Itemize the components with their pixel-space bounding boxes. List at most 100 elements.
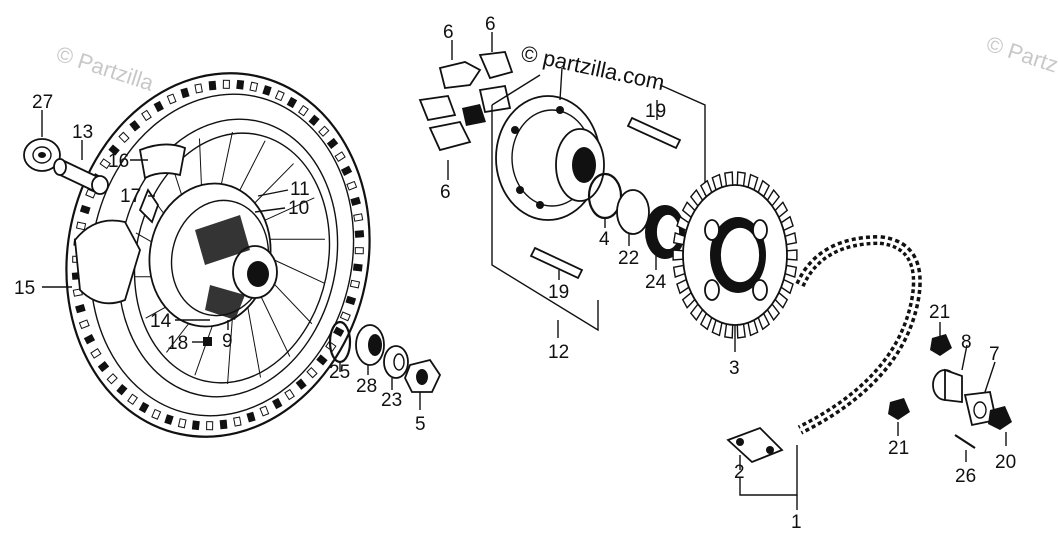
- callout-9: 9: [222, 331, 233, 352]
- tread-knob: [334, 151, 346, 163]
- tread-knob: [138, 401, 150, 414]
- watermark-left: © Partzilla: [53, 41, 157, 96]
- callout-22: 22: [618, 248, 639, 269]
- sprocket-tooth: [724, 323, 734, 339]
- master-link-2: [726, 426, 784, 464]
- axle-sleeve-13: [53, 158, 109, 195]
- callout-27: 27: [32, 92, 53, 113]
- tread-knob: [90, 347, 102, 359]
- tread-knob: [284, 388, 295, 401]
- hub-axle-hole: [247, 261, 269, 287]
- callout-1: 1: [791, 512, 802, 533]
- callout-19b: 19: [548, 282, 569, 303]
- tread-knob: [306, 367, 318, 379]
- callout-14: 14: [150, 311, 172, 332]
- collar-8: [932, 368, 963, 404]
- tread-knob: [286, 96, 298, 109]
- sprocket-hub: [495, 95, 605, 221]
- tread-knob: [345, 295, 357, 306]
- oring-25: [328, 320, 352, 364]
- rim-band: [138, 143, 187, 180]
- tread-knob: [191, 420, 200, 431]
- tread-knob: [208, 80, 217, 91]
- tread-knob: [97, 361, 110, 373]
- callout-6c: 6: [440, 182, 451, 203]
- bearing-28: [355, 324, 385, 366]
- chain-group-bracket: [739, 445, 798, 496]
- tread-knob: [274, 90, 285, 102]
- callout-6a: 6: [443, 22, 454, 43]
- callout-28: 28: [356, 376, 377, 397]
- tread-knob: [206, 421, 214, 431]
- tread-knob: [326, 137, 339, 149]
- sprocket-tooth: [786, 249, 798, 261]
- hub-dampers: [418, 51, 514, 152]
- callout-17: 17: [120, 186, 141, 207]
- tread-knob: [177, 418, 187, 429]
- tread-knob: [353, 213, 364, 222]
- hub-shading-2: [205, 285, 245, 320]
- bearing-27: [23, 138, 61, 172]
- tread-knob: [75, 221, 87, 231]
- tread-knob: [354, 247, 364, 255]
- tread-knob: [78, 319, 90, 330]
- sprocket-tooth: [736, 171, 746, 187]
- callout-23: 23: [381, 390, 402, 411]
- tread-knob: [350, 196, 361, 206]
- leader-lines: [41, 32, 1007, 470]
- watermark-center: © partzilla.com: [519, 40, 667, 95]
- spoke: [259, 293, 291, 357]
- ring-22: [616, 189, 650, 235]
- tread-knob: [83, 334, 96, 345]
- callout-11: 11: [290, 179, 310, 200]
- callout-12: 12: [548, 342, 569, 363]
- valve-17: [138, 188, 159, 224]
- stud-19-lower: [529, 246, 584, 280]
- callout-21a: 21: [929, 302, 950, 323]
- tread-knob: [340, 165, 353, 176]
- tread-knob: [354, 230, 365, 238]
- cotter-26: [954, 434, 976, 449]
- rear-sprocket: [672, 171, 798, 339]
- hub-group-bracket: [491, 105, 599, 332]
- tread-knob: [79, 204, 91, 215]
- callout-24: 24: [645, 272, 667, 293]
- callout-4: 4: [599, 229, 610, 250]
- tread-knob: [180, 87, 190, 99]
- callout-5: 5: [415, 414, 426, 435]
- tread-knob: [259, 405, 270, 417]
- stud-19-upper: [626, 116, 682, 150]
- callout-3: 3: [729, 358, 740, 379]
- tread-knob: [346, 180, 358, 191]
- tread-knob: [129, 120, 141, 132]
- callout-13: 13: [72, 122, 93, 143]
- tread-knob: [233, 416, 242, 427]
- nut-5: [404, 358, 442, 393]
- tire-section: [74, 219, 141, 305]
- tread-knob: [194, 83, 203, 94]
- spoke: [259, 197, 315, 224]
- callout-26: 26: [955, 466, 976, 487]
- tread-knob: [349, 279, 361, 289]
- tread-knob: [246, 411, 256, 423]
- tread-knob: [298, 105, 309, 117]
- callout-21b: 21: [888, 438, 909, 459]
- tread-knob: [75, 304, 86, 314]
- tread-knob: [318, 125, 330, 137]
- tread-knob: [106, 373, 118, 385]
- tread-knob: [127, 393, 138, 405]
- hub-group-bracket-right: [659, 84, 706, 195]
- callout-8: 8: [961, 332, 972, 353]
- hub-shading: [195, 215, 250, 265]
- tread-knob: [166, 93, 177, 105]
- tread-knob: [141, 109, 152, 122]
- tread-knob: [262, 85, 272, 96]
- nut-18: [203, 337, 212, 346]
- tread-knob: [249, 81, 259, 92]
- tread-knob: [118, 131, 130, 143]
- callout-2: 2: [734, 462, 745, 483]
- tread-knob: [236, 79, 245, 90]
- callout-16: 16: [108, 151, 129, 172]
- nut-20: [988, 406, 1012, 430]
